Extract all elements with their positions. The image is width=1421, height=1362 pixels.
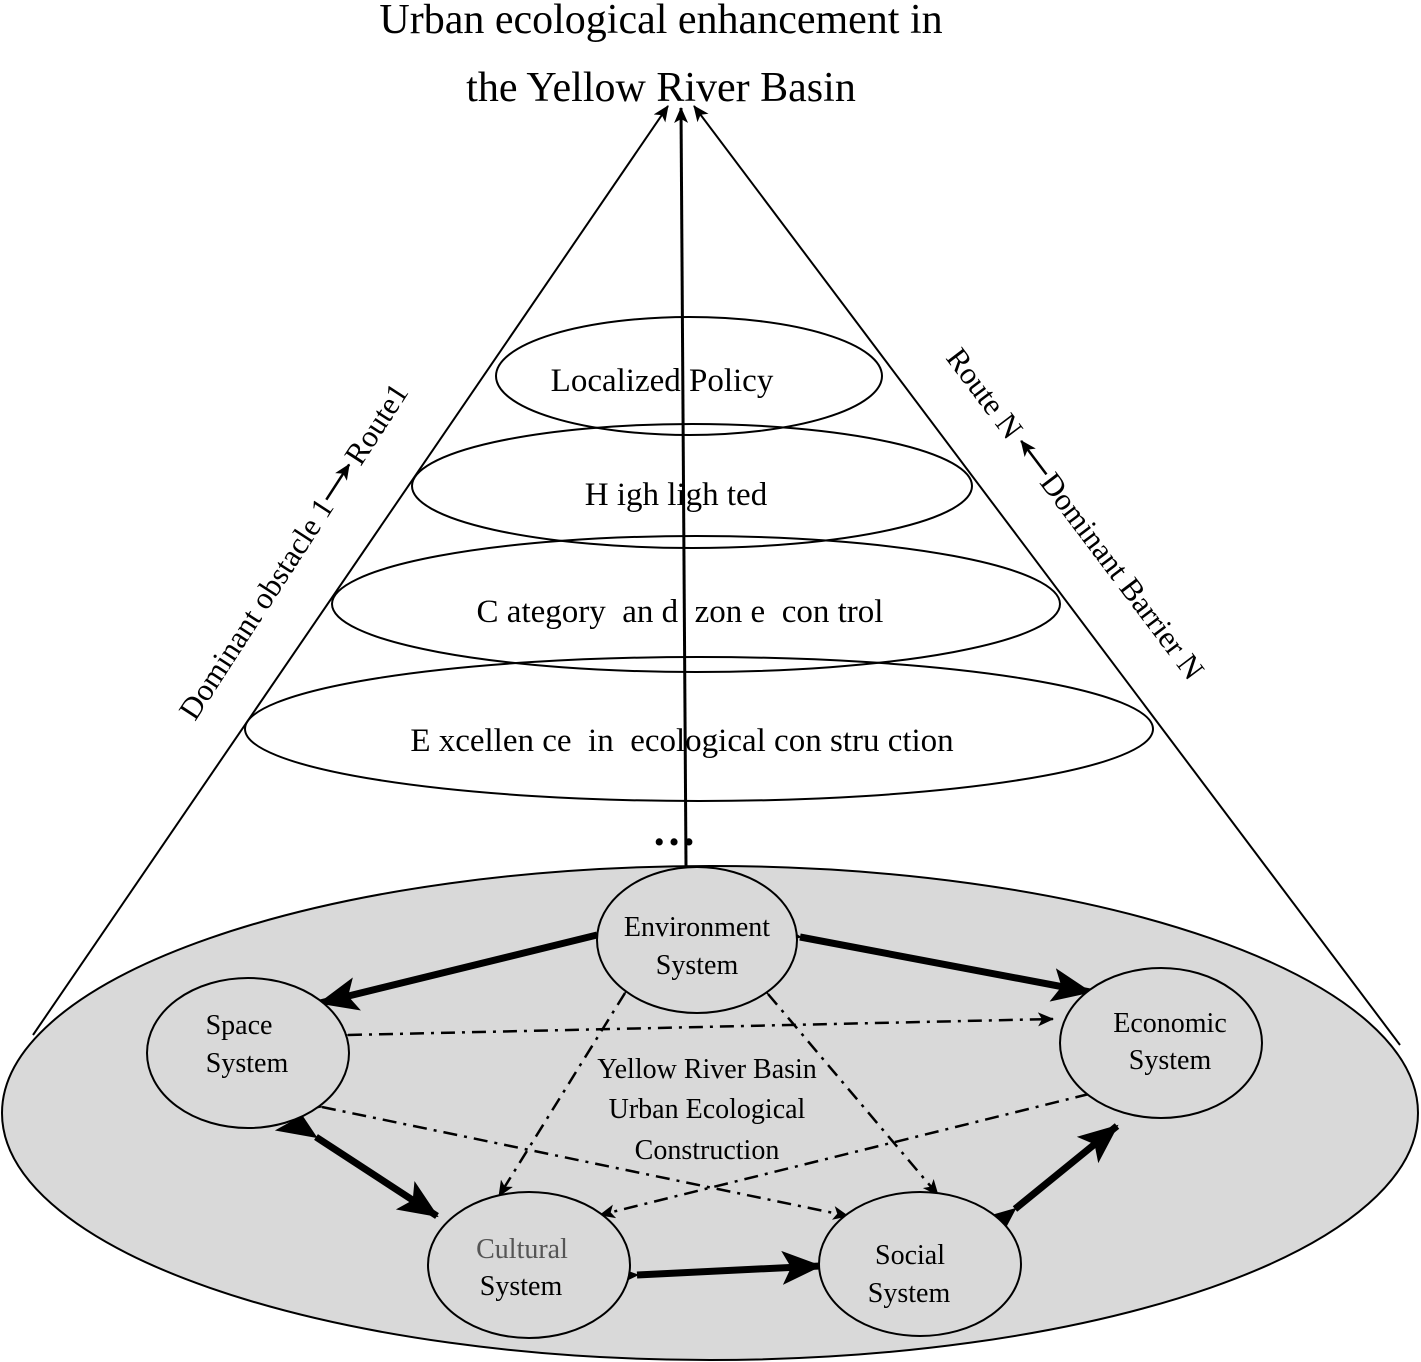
ring-label-localized: Localized Policy (551, 363, 774, 399)
title-line-2: the Yellow River Basin (466, 65, 856, 111)
right-route-text: Route N (939, 341, 1030, 445)
center-label-line-3: Construction (635, 1135, 780, 1166)
node-cultural-label-1: Cultural (476, 1234, 568, 1265)
node-social-shape (818, 1191, 1022, 1337)
dashdot-arrows (305, 976, 1106, 1220)
arrow-cultural-social (598, 1250, 822, 1294)
node-social-label-1: Social (875, 1240, 945, 1271)
ring-excellence (244, 656, 1154, 802)
node-cultural-label-2: System (480, 1271, 563, 1302)
arrow-environment-cultural (497, 976, 639, 1197)
right-side-label: Route N Dominant Barrier N (939, 341, 1211, 686)
center-label-line-2: Urban Ecological (609, 1094, 806, 1125)
node-environment-shape (596, 866, 798, 1014)
node-economic: Economic System (1059, 967, 1263, 1119)
node-environment: Environment System (596, 866, 798, 1014)
node-space-shape (146, 977, 350, 1129)
arrow-environment-economic (759, 913, 1092, 1002)
central-upward-arrow (674, 107, 689, 867)
arrow-space-cultural (274, 1101, 439, 1219)
ellipsis-dots: … (652, 806, 696, 855)
node-social-label-2: System (868, 1278, 951, 1309)
node-space-label-2: System (206, 1048, 289, 1079)
ring-category (331, 535, 1061, 673)
node-economic-shape (1059, 967, 1263, 1119)
node-economic-label-1: Economic (1113, 1008, 1227, 1039)
node-space-label-1: Space (206, 1010, 273, 1041)
cone-left-edge (32, 105, 669, 1036)
node-cultural: Cultural System (427, 1191, 631, 1339)
node-cultural-shape (427, 1191, 631, 1339)
node-environment-label-2: System (656, 950, 739, 981)
right-side-text: Dominant Barrier N (1033, 466, 1211, 686)
cone-right-edge (693, 105, 1401, 1046)
center-label-line-1: Yellow River Basin (597, 1054, 817, 1085)
ring-label-excellence: E xcellen ce in ecological con stru ctio… (410, 723, 953, 759)
title-line-1: Urban ecological enhancement in (379, 0, 942, 43)
arrow-environment-social (752, 978, 939, 1196)
left-side-arrow (325, 463, 351, 501)
arrow-space-economic (332, 1012, 1054, 1043)
arrow-social-economic (974, 1123, 1120, 1247)
right-side-arrow (1020, 440, 1048, 476)
node-economic-label-2: System (1129, 1045, 1212, 1076)
left-side-label: Dominant obstacle 1 Route1 (172, 377, 416, 726)
arrow-environment-space (318, 909, 638, 1011)
thick-arrows (274, 909, 1120, 1294)
ring-highlighted (411, 423, 973, 549)
node-space: Space System (146, 977, 350, 1129)
node-social: Social System (818, 1191, 1022, 1337)
ring-label-highlighted: H igh ligh ted (585, 477, 768, 513)
left-route-text: Route1 (337, 377, 415, 471)
node-environment-label-1: Environment (624, 912, 770, 943)
ring-localized (495, 316, 883, 436)
ring-label-category: C ategory an d zon e con trol (477, 594, 884, 630)
